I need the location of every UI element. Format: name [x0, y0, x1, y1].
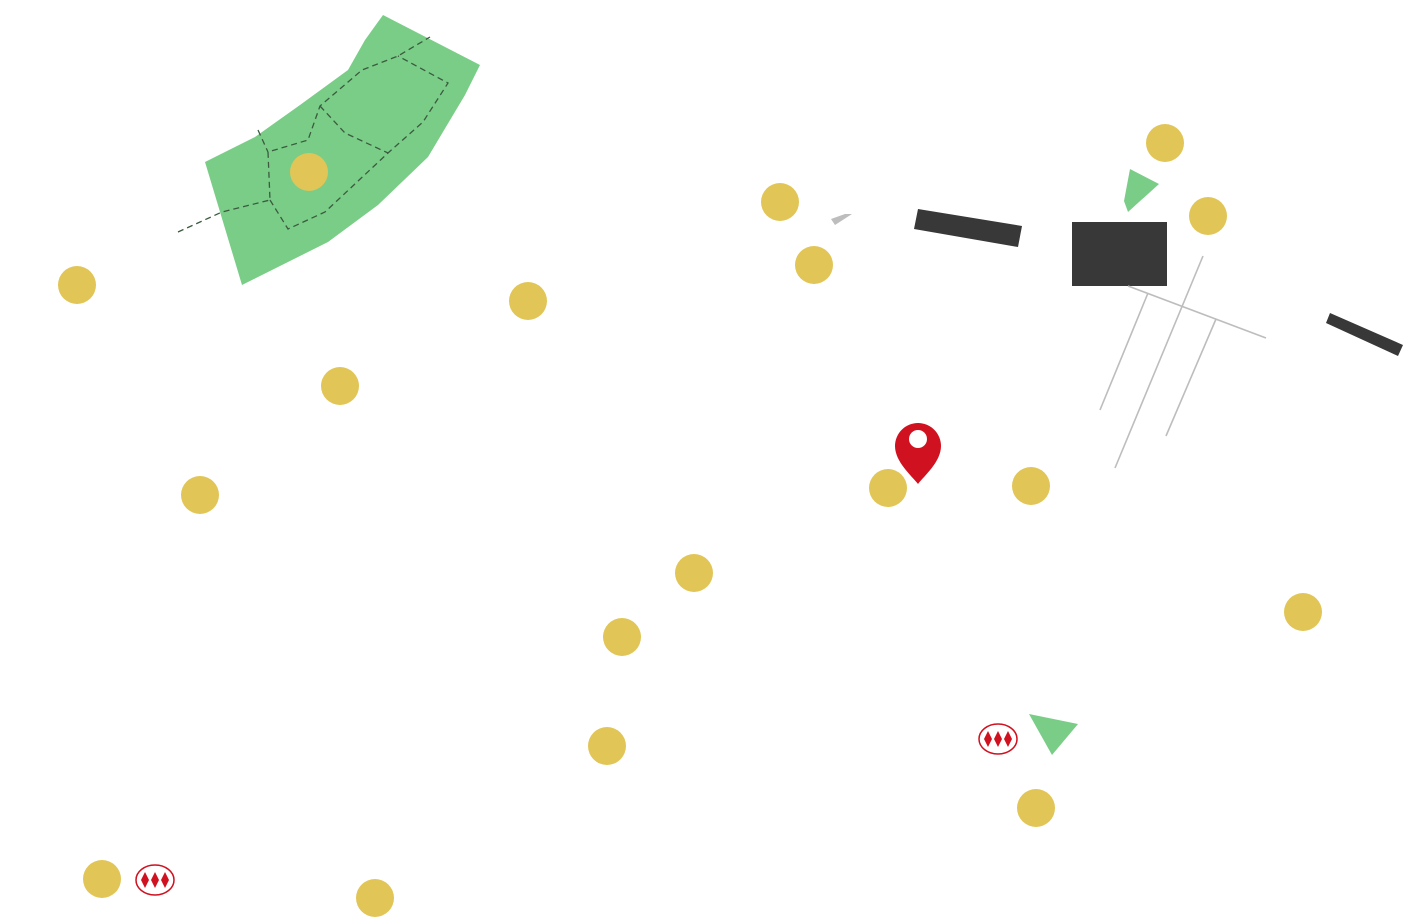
park-path: [177, 36, 431, 233]
poi-dot-icon[interactable]: [356, 879, 394, 917]
building[interactable]: [1326, 313, 1403, 356]
map-pin-hole: [909, 430, 927, 448]
poi-dot-icon[interactable]: [181, 476, 219, 514]
poi-dot-icon[interactable]: [1146, 124, 1184, 162]
park-polygon[interactable]: [205, 15, 480, 285]
metro-diamond: [161, 872, 169, 888]
park-footpaths: [177, 36, 449, 233]
road-line: [1165, 318, 1217, 437]
poi-dot-icon[interactable]: [869, 469, 907, 507]
poi-dot-icon[interactable]: [1284, 593, 1322, 631]
buildings: [831, 209, 1403, 356]
green-area: [1029, 714, 1078, 755]
metro-diamond: [151, 872, 159, 888]
green-area: [1124, 169, 1159, 212]
building[interactable]: [1072, 222, 1167, 286]
park-area[interactable]: [177, 15, 480, 285]
poi-dot-icon[interactable]: [588, 727, 626, 765]
metro-diamond: [984, 731, 992, 747]
poi-dot-icon[interactable]: [603, 618, 641, 656]
poi-dot-icon[interactable]: [795, 246, 833, 284]
metro-diamond: [141, 872, 149, 888]
building[interactable]: [914, 209, 1022, 247]
poi-dot-icon[interactable]: [761, 183, 799, 221]
road-line: [1114, 255, 1204, 469]
metro-diamond: [994, 731, 1002, 747]
road-lines: [1099, 255, 1267, 469]
poi-dot-icon[interactable]: [1189, 197, 1227, 235]
map-pin-icon[interactable]: [895, 423, 941, 484]
metro-diamond: [1004, 731, 1012, 747]
map-pin-body: [895, 423, 941, 484]
poi-layer: [58, 124, 1322, 917]
poi-dot-icon[interactable]: [675, 554, 713, 592]
poi-dot-icon[interactable]: [1012, 467, 1050, 505]
poi-dot-icon[interactable]: [509, 282, 547, 320]
poi-dot-icon[interactable]: [83, 860, 121, 898]
park-path: [257, 129, 269, 153]
road-line: [1127, 285, 1267, 339]
metro-logo-icon[interactable]: [978, 723, 1018, 755]
park-path: [319, 105, 389, 154]
poi-dot-icon[interactable]: [1017, 789, 1055, 827]
metro-logo-icon[interactable]: [135, 864, 175, 896]
poi-dot-icon[interactable]: [321, 367, 359, 405]
poi-dot-icon[interactable]: [290, 153, 328, 191]
poi-dot-icon[interactable]: [58, 266, 96, 304]
road-line: [1099, 292, 1149, 411]
small-structure: [831, 214, 852, 225]
